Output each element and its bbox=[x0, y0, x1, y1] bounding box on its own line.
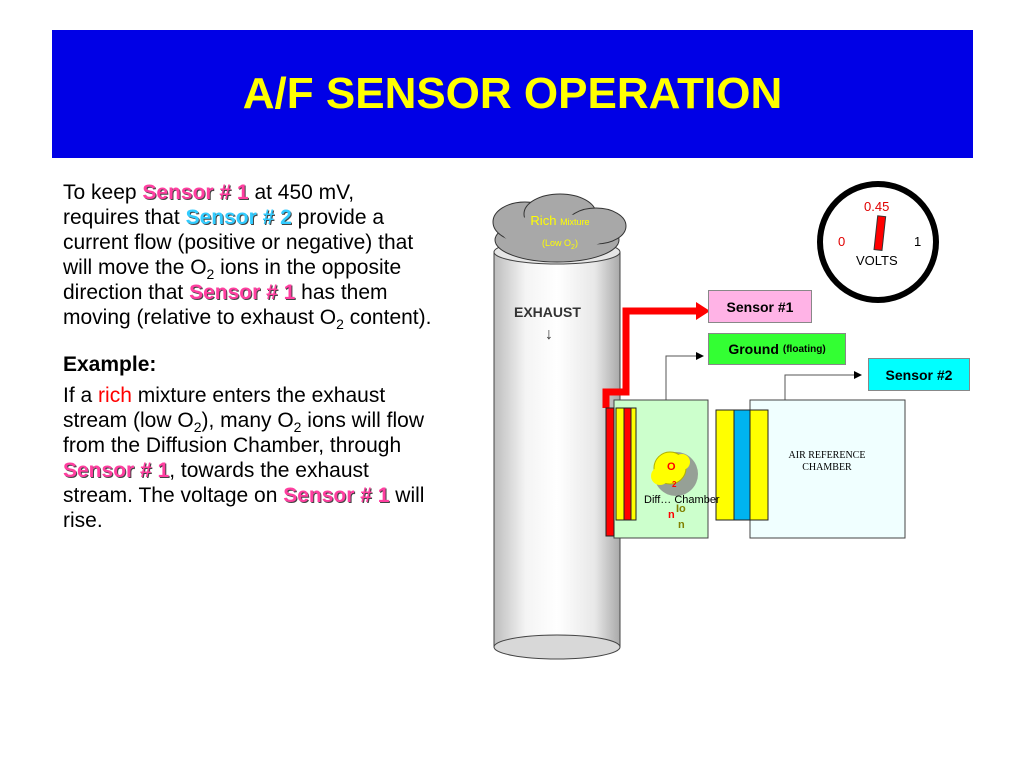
text-run: ions will flow from the Diffusion Chambe… bbox=[63, 409, 425, 457]
sensor1-label-box: Sensor #1 bbox=[708, 290, 812, 323]
sensor1-highlight: Sensor # 1 bbox=[142, 181, 249, 204]
diffusion-chamber-label: Diff… Chamber bbox=[644, 494, 720, 506]
sensor1-layer-yellow bbox=[615, 407, 625, 521]
gauge-min-label: 0 bbox=[838, 234, 846, 249]
cloud-rich-text: Rich bbox=[530, 213, 557, 228]
text-run: To keep bbox=[63, 181, 143, 204]
sensor1-highlight: Sensor # 1 bbox=[283, 484, 390, 507]
rich-word: rich bbox=[98, 384, 132, 407]
ion-letter-o: O bbox=[667, 461, 676, 473]
text-run: provide a current flow (positive or nega… bbox=[63, 206, 414, 279]
cloud-mixture-text: Mixture bbox=[560, 217, 590, 227]
gauge-max-label: 1 bbox=[914, 234, 922, 249]
sensor1-highlight: Sensor # 1 bbox=[189, 281, 296, 304]
cloud-low-end: ) bbox=[574, 238, 578, 248]
exhaust-pipe bbox=[493, 239, 621, 660]
text-run: content). bbox=[343, 306, 432, 329]
example-title: Example: bbox=[63, 353, 157, 376]
sensor2-layer-right bbox=[749, 409, 769, 521]
cloud-low-sub: 2 bbox=[571, 243, 575, 251]
body-text: To keep Sensor # 1 at 450 mV, requires t… bbox=[63, 180, 433, 555]
sensor1-highlight: Sensor # 1 bbox=[63, 459, 170, 482]
sensor1-layer-yellow-2 bbox=[630, 407, 637, 521]
exhaust-flow-arrow: ↓ bbox=[545, 326, 553, 343]
text-run: has them moving (relative to exhaust O bbox=[63, 281, 388, 329]
paragraph-1: To keep Sensor # 1 at 450 mV, requires t… bbox=[63, 180, 433, 333]
subscript: 2 bbox=[336, 316, 344, 333]
cloud-label: Rich Mixture bbox=[510, 213, 610, 228]
text-run: ions in the opposite direction that bbox=[63, 256, 402, 304]
subscript: 2 bbox=[293, 419, 302, 436]
text-run: ), many O bbox=[201, 409, 294, 432]
air-reference-label: AIR REFERENCE CHAMBER bbox=[788, 450, 866, 473]
ion-letter-2: 2 bbox=[672, 480, 677, 489]
ion-letter-io: Io bbox=[676, 503, 686, 515]
text-run: , towards the exhaust stream. The voltag… bbox=[63, 459, 369, 507]
sensor2-core bbox=[733, 409, 751, 521]
ground-label-text: Ground bbox=[728, 341, 779, 357]
subscript: 2 bbox=[206, 266, 215, 283]
o2-ion bbox=[651, 451, 698, 496]
text-run: will rise. bbox=[63, 484, 425, 532]
ground-label-box: Ground(floating) bbox=[708, 333, 846, 365]
text-run: at 450 mV, requires that bbox=[63, 181, 355, 229]
ion-letter-n-red: n bbox=[668, 509, 675, 521]
title-bar: A/F SENSOR OPERATION bbox=[52, 30, 973, 158]
paragraph-2: If a rich mixture enters the exhaust str… bbox=[63, 383, 433, 533]
cloud-low-text: (Low O bbox=[542, 238, 572, 248]
voltmeter-gauge bbox=[817, 181, 939, 303]
gauge-unit-label: VOLTS bbox=[856, 253, 898, 268]
text-run: If a bbox=[63, 384, 99, 407]
sensor1-wire bbox=[602, 302, 710, 408]
air-reference-chamber bbox=[749, 399, 906, 539]
ion-letter-n: n bbox=[678, 519, 685, 531]
exhaust-cloud bbox=[492, 193, 627, 263]
gauge-value-label: 0.45 bbox=[864, 199, 890, 214]
ground-wire bbox=[665, 352, 704, 408]
sensor2-wire bbox=[784, 371, 862, 400]
exhaust-label: EXHAUST bbox=[514, 304, 581, 320]
cloud-low-o2-label: (Low O2) bbox=[510, 238, 610, 251]
text-run: mixture enters the exhaust stream (low O bbox=[63, 384, 386, 432]
sensor1-electrode bbox=[605, 407, 615, 537]
subscript: 2 bbox=[193, 419, 202, 436]
ground-sub-text: (floating) bbox=[782, 343, 826, 355]
slide-title: A/F SENSOR OPERATION bbox=[242, 69, 783, 118]
sensor1-layer-red bbox=[623, 407, 632, 521]
sensor2-label-box: Sensor #2 bbox=[868, 358, 970, 391]
sensor2-highlight: Sensor # 2 bbox=[185, 206, 292, 229]
